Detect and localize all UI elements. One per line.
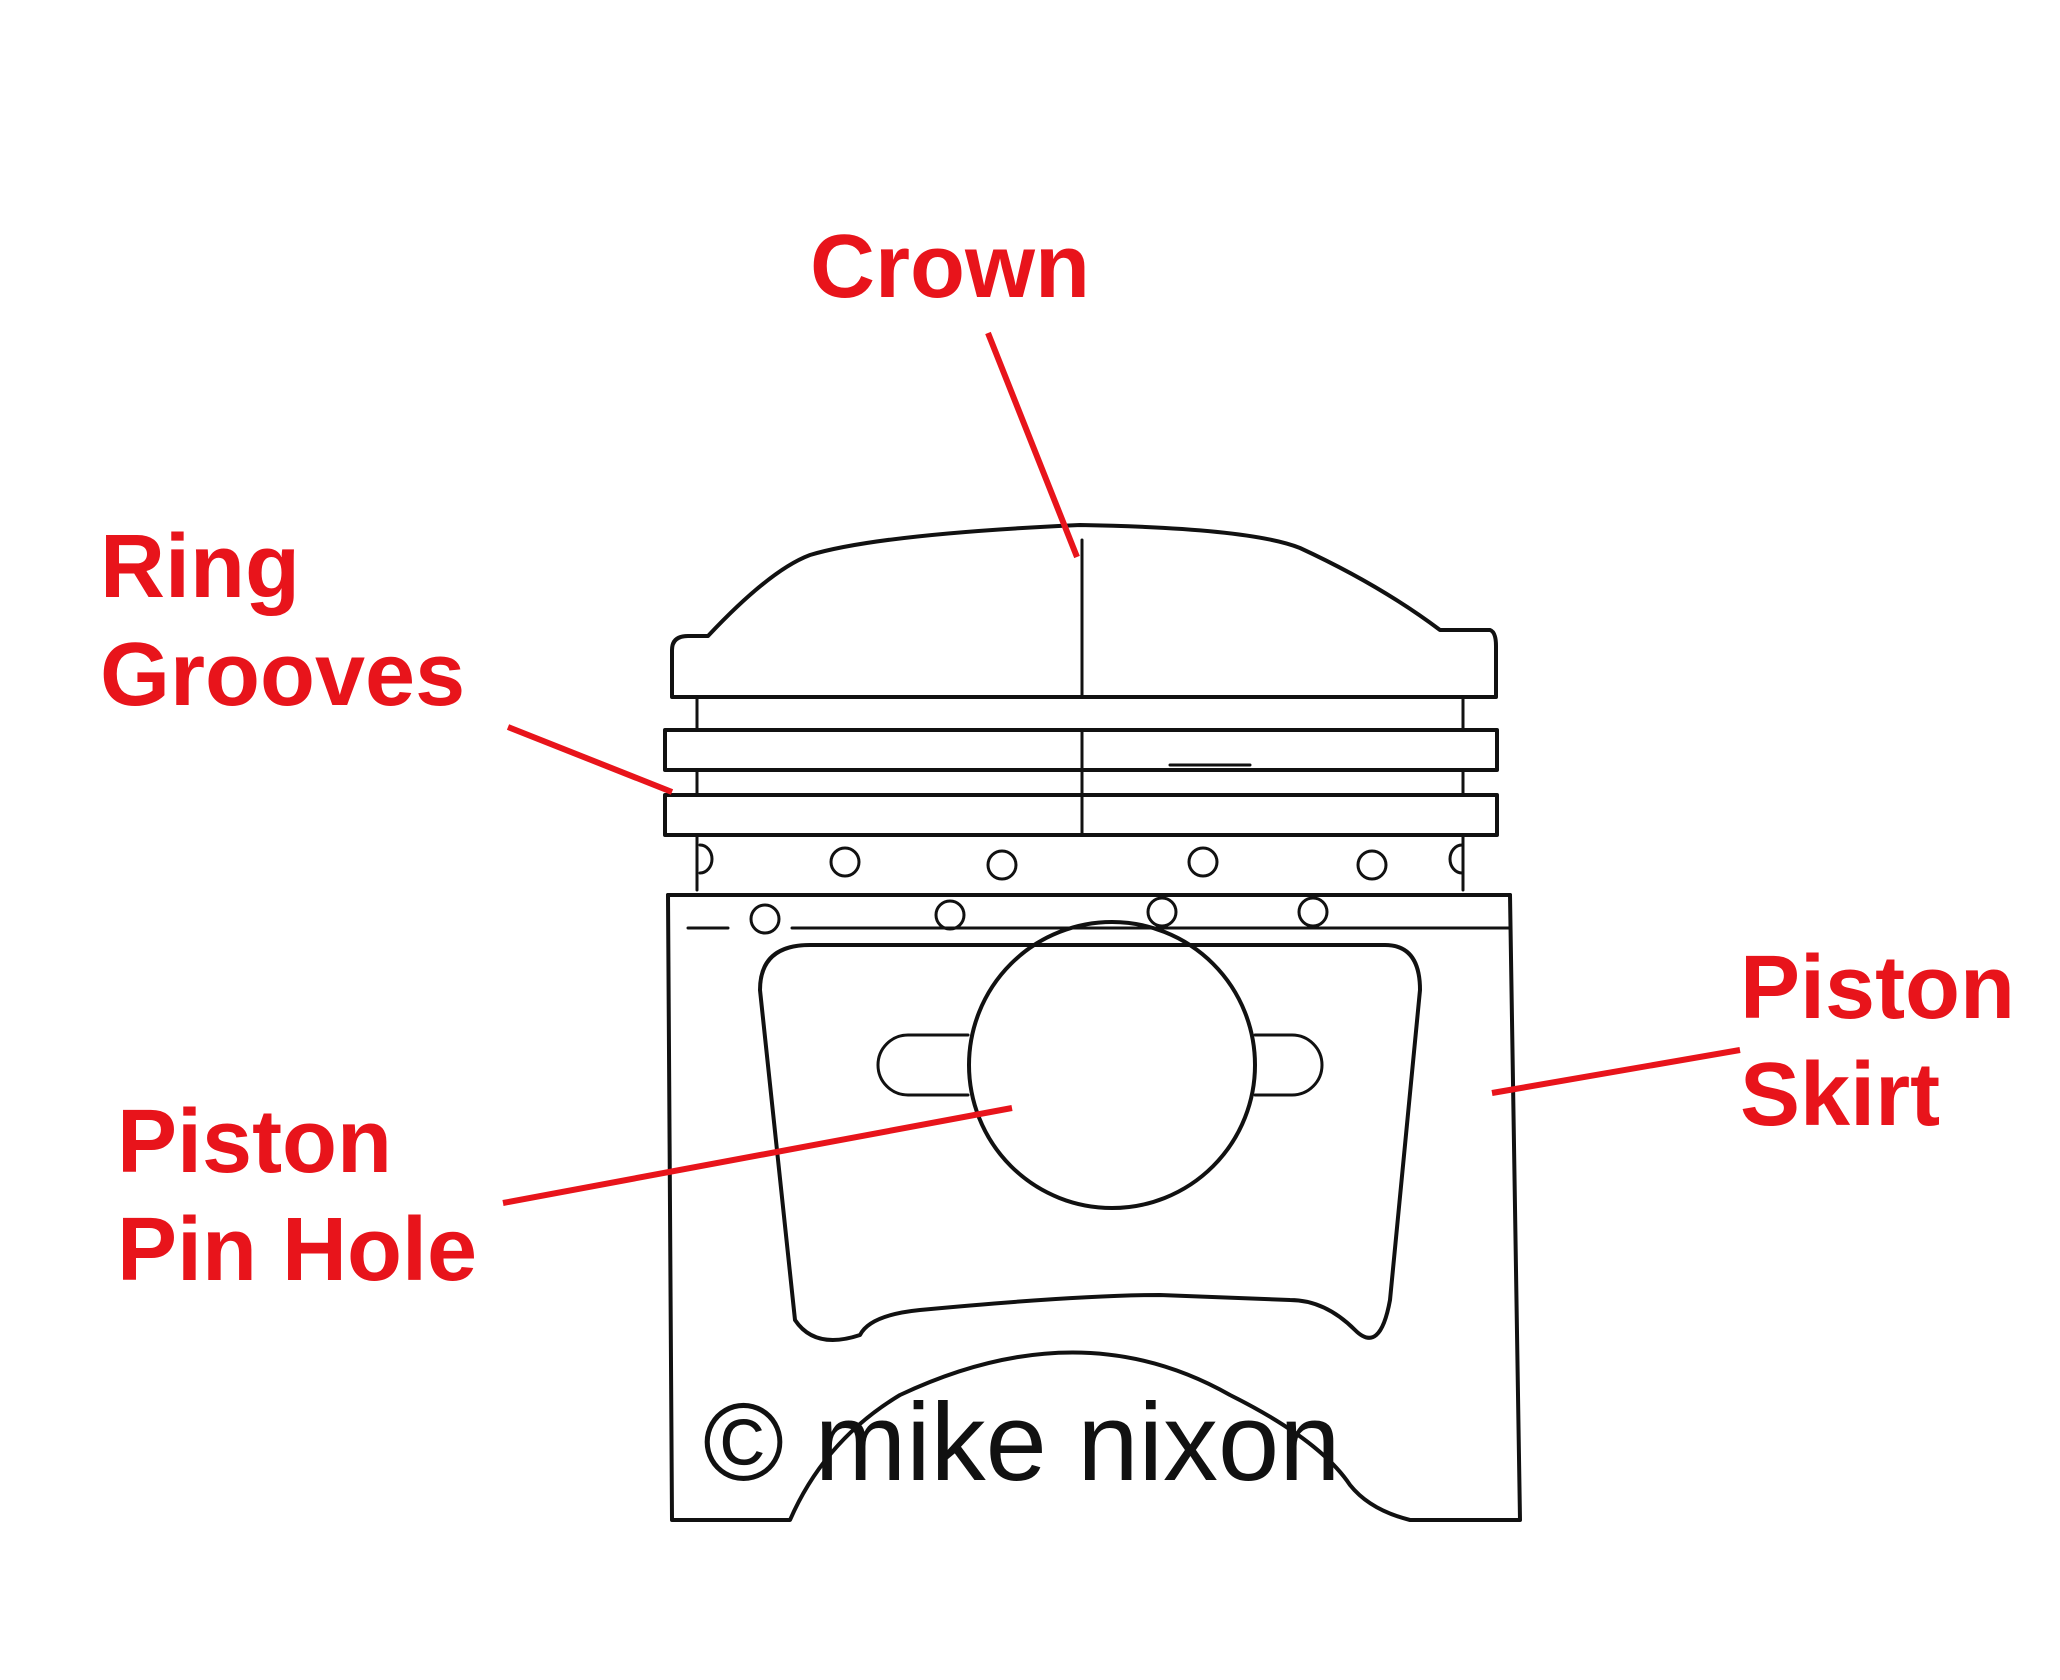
oil-hole bbox=[1187, 846, 1219, 878]
piston-skirt-leader-line bbox=[1491, 1047, 1741, 1096]
piston-drawing bbox=[663, 523, 1522, 1522]
piston-skirt-label-line1: Piston bbox=[1740, 938, 2015, 1038]
piston-skirt-label-line2: Skirt bbox=[1740, 1045, 1940, 1145]
pin-boss-window bbox=[758, 943, 1422, 1342]
drain-hole bbox=[1146, 896, 1178, 928]
oil-hole bbox=[829, 846, 861, 878]
crown-label: Crown bbox=[810, 217, 1090, 317]
drain-hole bbox=[749, 903, 781, 935]
oil-hole-left-edge bbox=[698, 843, 714, 875]
ring-grooves-label-line1: Ring bbox=[100, 517, 300, 617]
copyright-watermark: © mike nixon bbox=[703, 1381, 1340, 1504]
ring-grooves-label-line2: Grooves bbox=[100, 625, 465, 725]
retainer-slot-left bbox=[876, 1033, 970, 1097]
pin-hole-label-line2: Pin Hole bbox=[117, 1200, 477, 1300]
piston-skirt-outline bbox=[666, 893, 1522, 1522]
ring-grooves-leader-line bbox=[506, 724, 674, 795]
pin-hole-leader-line bbox=[502, 1105, 1013, 1206]
retainer-slot-right bbox=[1253, 1033, 1324, 1097]
drain-hole bbox=[934, 899, 966, 931]
oil-hole bbox=[986, 849, 1018, 881]
oil-hole-right-edge bbox=[1448, 843, 1464, 875]
drain-hole bbox=[1297, 896, 1329, 928]
crown-leader-line bbox=[985, 331, 1080, 559]
piston-pin-hole bbox=[967, 920, 1257, 1210]
piston-crown-outline bbox=[670, 523, 1498, 699]
oil-hole bbox=[1356, 849, 1388, 881]
pin-hole-label-line1: Piston bbox=[117, 1092, 392, 1192]
